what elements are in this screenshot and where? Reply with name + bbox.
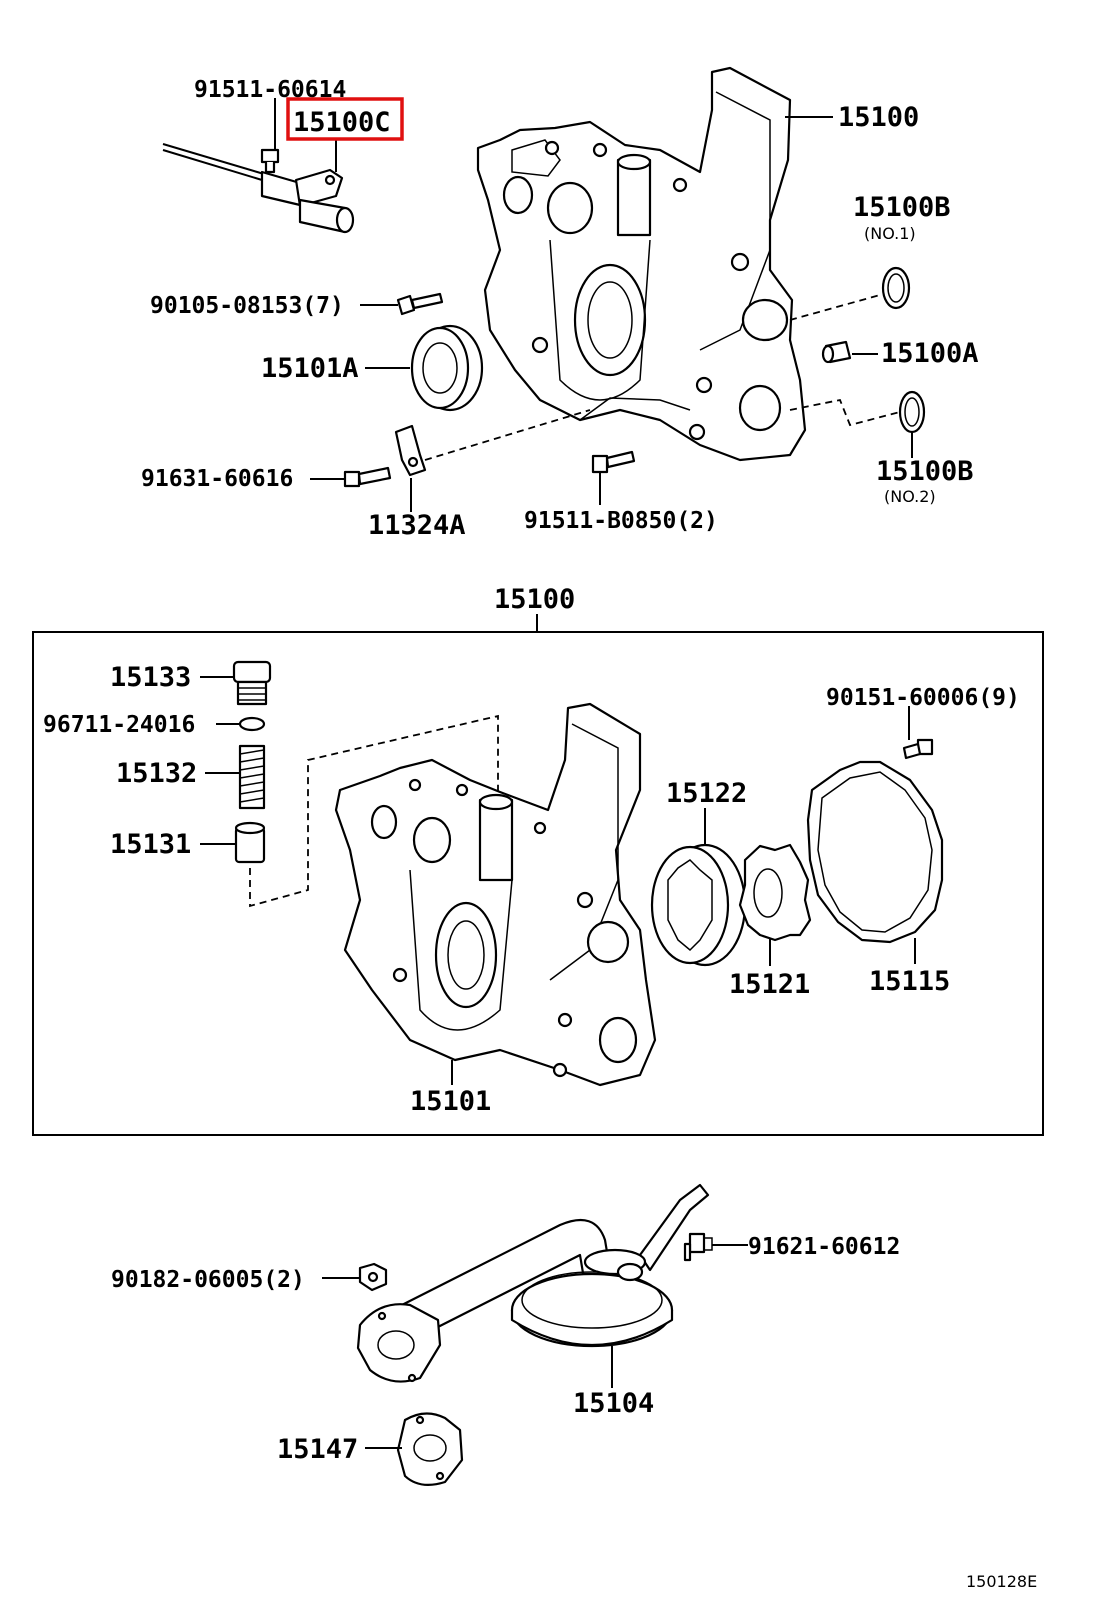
label-91511-b0850: 91511-B0850(2) (524, 508, 718, 534)
label-15121: 15121 (729, 969, 810, 1000)
label-15100b-no1: 15100B (853, 192, 951, 223)
label-15101: 15101 (410, 1086, 491, 1117)
label-91621-60612: 91621-60612 (748, 1234, 900, 1260)
label-15147: 15147 (277, 1434, 358, 1465)
plug-15133 (232, 660, 272, 706)
oil-strainer-15104 (356, 1183, 710, 1383)
label-15133: 15133 (110, 662, 191, 693)
bolt-90151-60006 (902, 738, 934, 760)
timing-cover-15100-top (476, 66, 807, 462)
sensor-15100c-drawing (162, 143, 355, 234)
label-90182-06005: 90182-06005(2) (111, 1267, 305, 1293)
label-11324a: 11324A (368, 510, 466, 541)
label-15100b-no2: 15100B (876, 456, 974, 487)
label-15104: 15104 (573, 1388, 654, 1419)
inner-rotor-15121 (738, 843, 812, 942)
highlight-box-15100c (286, 97, 404, 141)
label-15115: 15115 (869, 966, 950, 997)
label-15100-assembly: 15100 (494, 584, 575, 615)
pin-15100a (821, 340, 852, 364)
label-15100c: 15100C (293, 107, 391, 138)
gasket-15147 (396, 1412, 464, 1487)
footer-code: 150128E (966, 1572, 1037, 1591)
label-90151-60006: 90151-60006(9) (826, 685, 1020, 711)
assembly-box (32, 631, 1044, 1136)
label-96711-24016: 96711-24016 (43, 712, 195, 738)
o-ring-15100b-no1 (881, 266, 911, 310)
outer-rotor-15122 (650, 843, 747, 967)
label-15101a: 15101A (261, 353, 359, 384)
oil-seal-15101a (410, 324, 484, 412)
label-15100-top: 15100 (838, 102, 919, 133)
label-15132: 15132 (116, 758, 197, 789)
label-91631-60616: 91631-60616 (141, 466, 293, 492)
bolt-91511-60614 (260, 148, 280, 174)
label-90105-08153: 90105-08153(7) (150, 293, 344, 319)
bolt-91631-60616 (343, 466, 392, 488)
label-15122: 15122 (666, 778, 747, 809)
label-no2: (NO.2) (884, 487, 936, 506)
bolt-90105-08153 (396, 292, 444, 316)
label-15131: 15131 (110, 829, 191, 860)
label-no1: (NO.1) (864, 224, 916, 243)
bracket-11324a (394, 424, 427, 477)
valve-15131 (234, 821, 266, 864)
pump-cover-15115 (806, 760, 944, 944)
label-15100a: 15100A (881, 338, 979, 369)
timing-cover-15101 (334, 702, 657, 1087)
nut-90182-06005 (358, 1262, 388, 1292)
bolt-91621-60612 (683, 1232, 713, 1262)
bolt-91511-b0850 (591, 450, 636, 474)
gasket-96711-24016 (238, 716, 266, 732)
spring-15132 (238, 744, 266, 810)
